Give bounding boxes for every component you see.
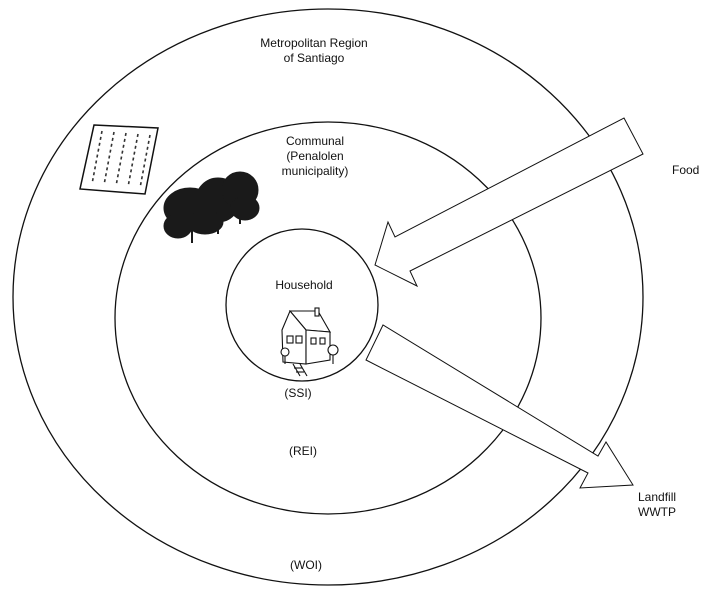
waste-output-label-line1: Landfill xyxy=(638,490,677,504)
middle-region-title-line3: municipality) xyxy=(281,164,349,178)
food-input-label: Food xyxy=(672,163,700,177)
tree-cluster-icon xyxy=(163,171,260,243)
food-input-arrow xyxy=(374,117,644,288)
inner-region-title: Household xyxy=(275,278,333,292)
middle-region-circle xyxy=(114,121,542,515)
outer-region-circle xyxy=(12,8,644,586)
crop-field-icon xyxy=(79,124,159,195)
inner-region-tag: (SSI) xyxy=(284,386,312,400)
house-icon xyxy=(280,307,339,377)
middle-region-title: Communal (Penalolen municipality) xyxy=(240,134,390,179)
middle-region-tag: (REI) xyxy=(289,444,317,458)
outer-region-title-line1: Metropolitan Region xyxy=(260,36,368,50)
outer-region-title: Metropolitan Region of Santiago xyxy=(214,36,414,66)
waste-output-label-line2: WWTP xyxy=(638,505,676,519)
inner-region-circle xyxy=(225,228,379,382)
middle-region-title-line1: Communal xyxy=(285,134,345,148)
middle-region-title-line2: (Penalolen xyxy=(286,149,344,163)
waste-output-arrow xyxy=(365,324,634,489)
outer-region-tag: (WOI) xyxy=(290,558,322,572)
waste-output-label: Landfill WWTP xyxy=(638,490,676,520)
outer-region-title-line2: of Santiago xyxy=(283,51,345,65)
